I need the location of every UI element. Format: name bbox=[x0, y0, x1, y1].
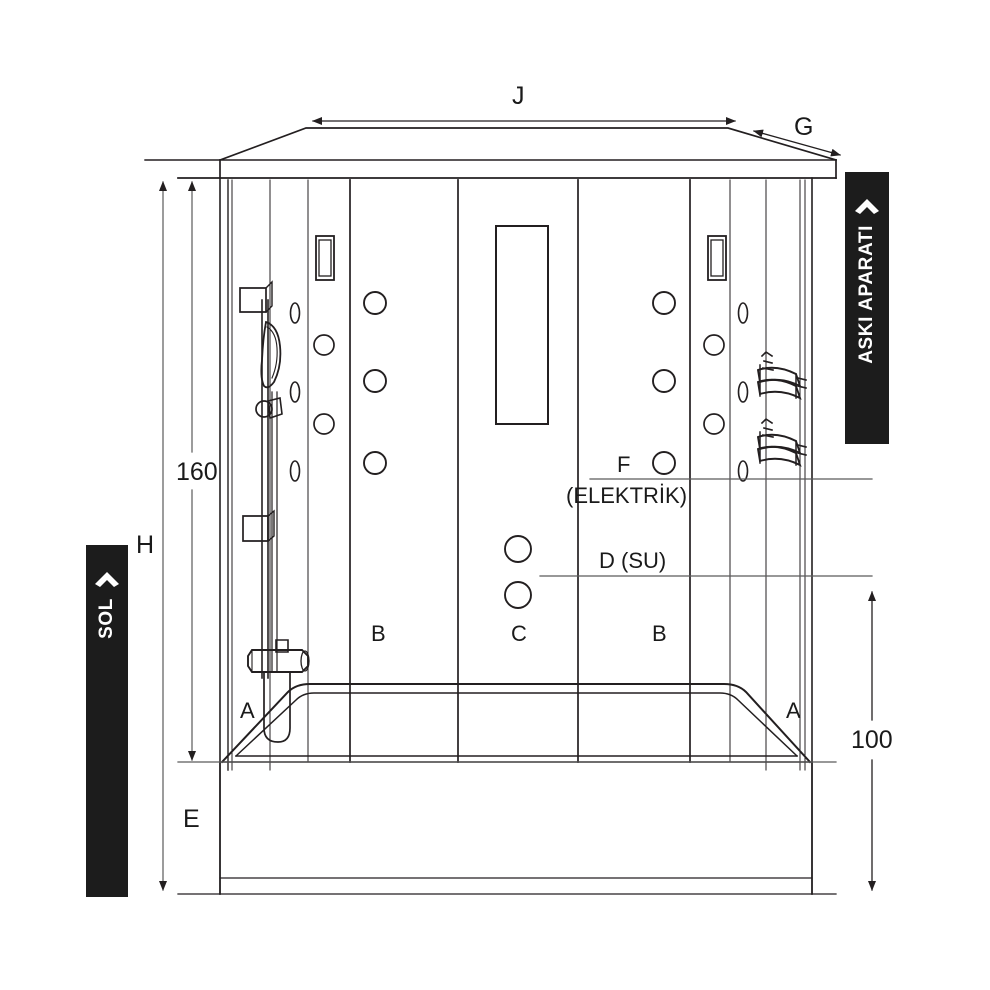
dimension-line-G bbox=[753, 129, 841, 157]
part-label-A-left: A bbox=[240, 698, 255, 723]
side-tag-label: SOL bbox=[96, 598, 117, 639]
part-label-D: D (SU) bbox=[599, 548, 667, 573]
dimension-label-G: G bbox=[794, 113, 814, 141]
part-label-F: F bbox=[617, 452, 631, 477]
dimension-label-E: E bbox=[183, 805, 200, 833]
right-control-plate bbox=[707, 235, 727, 281]
side-tag-sol: SOL bbox=[86, 545, 128, 897]
left-small-jet-holes bbox=[289, 302, 301, 482]
left-medium-jet-holes bbox=[313, 334, 335, 435]
reference-leader-lines bbox=[177, 478, 873, 763]
corner-shelf-upper bbox=[756, 350, 807, 400]
right-medium-jet-holes bbox=[703, 334, 725, 435]
cabin-base-skirt bbox=[219, 761, 813, 895]
part-label-C: C bbox=[511, 621, 527, 646]
dimension-label-J: J bbox=[512, 82, 525, 110]
corner-shelf-lower bbox=[756, 417, 807, 467]
side-tag-label: ASKI APARATI bbox=[856, 225, 877, 364]
dimension-label-H: H bbox=[136, 531, 155, 559]
centre-window-panel bbox=[495, 225, 549, 425]
part-label-F-sub: (ELEKTRİK) bbox=[566, 483, 688, 508]
side-tag-aski-aparati: ASKI APARATI bbox=[845, 172, 889, 444]
chevron-up-icon bbox=[94, 571, 120, 588]
left-large-jet-holes bbox=[363, 291, 387, 475]
right-small-jet-holes bbox=[737, 302, 749, 482]
chevron-up-icon bbox=[854, 198, 880, 215]
centre-outlet-circles bbox=[504, 535, 532, 609]
right-large-jet-holes bbox=[652, 291, 676, 475]
part-label-B-left: B bbox=[371, 621, 386, 646]
cabin-roof bbox=[144, 127, 838, 179]
part-label-A-right: A bbox=[786, 698, 801, 723]
cabin-panel-dividers bbox=[227, 179, 806, 771]
dimension-label-160: 160 bbox=[176, 458, 218, 486]
shower-slide-bar-assembly bbox=[239, 280, 310, 743]
bathtub-tray bbox=[220, 683, 812, 764]
dimension-label-100: 100 bbox=[851, 726, 893, 754]
part-label-B-right: B bbox=[652, 621, 667, 646]
left-control-plate bbox=[315, 235, 335, 281]
